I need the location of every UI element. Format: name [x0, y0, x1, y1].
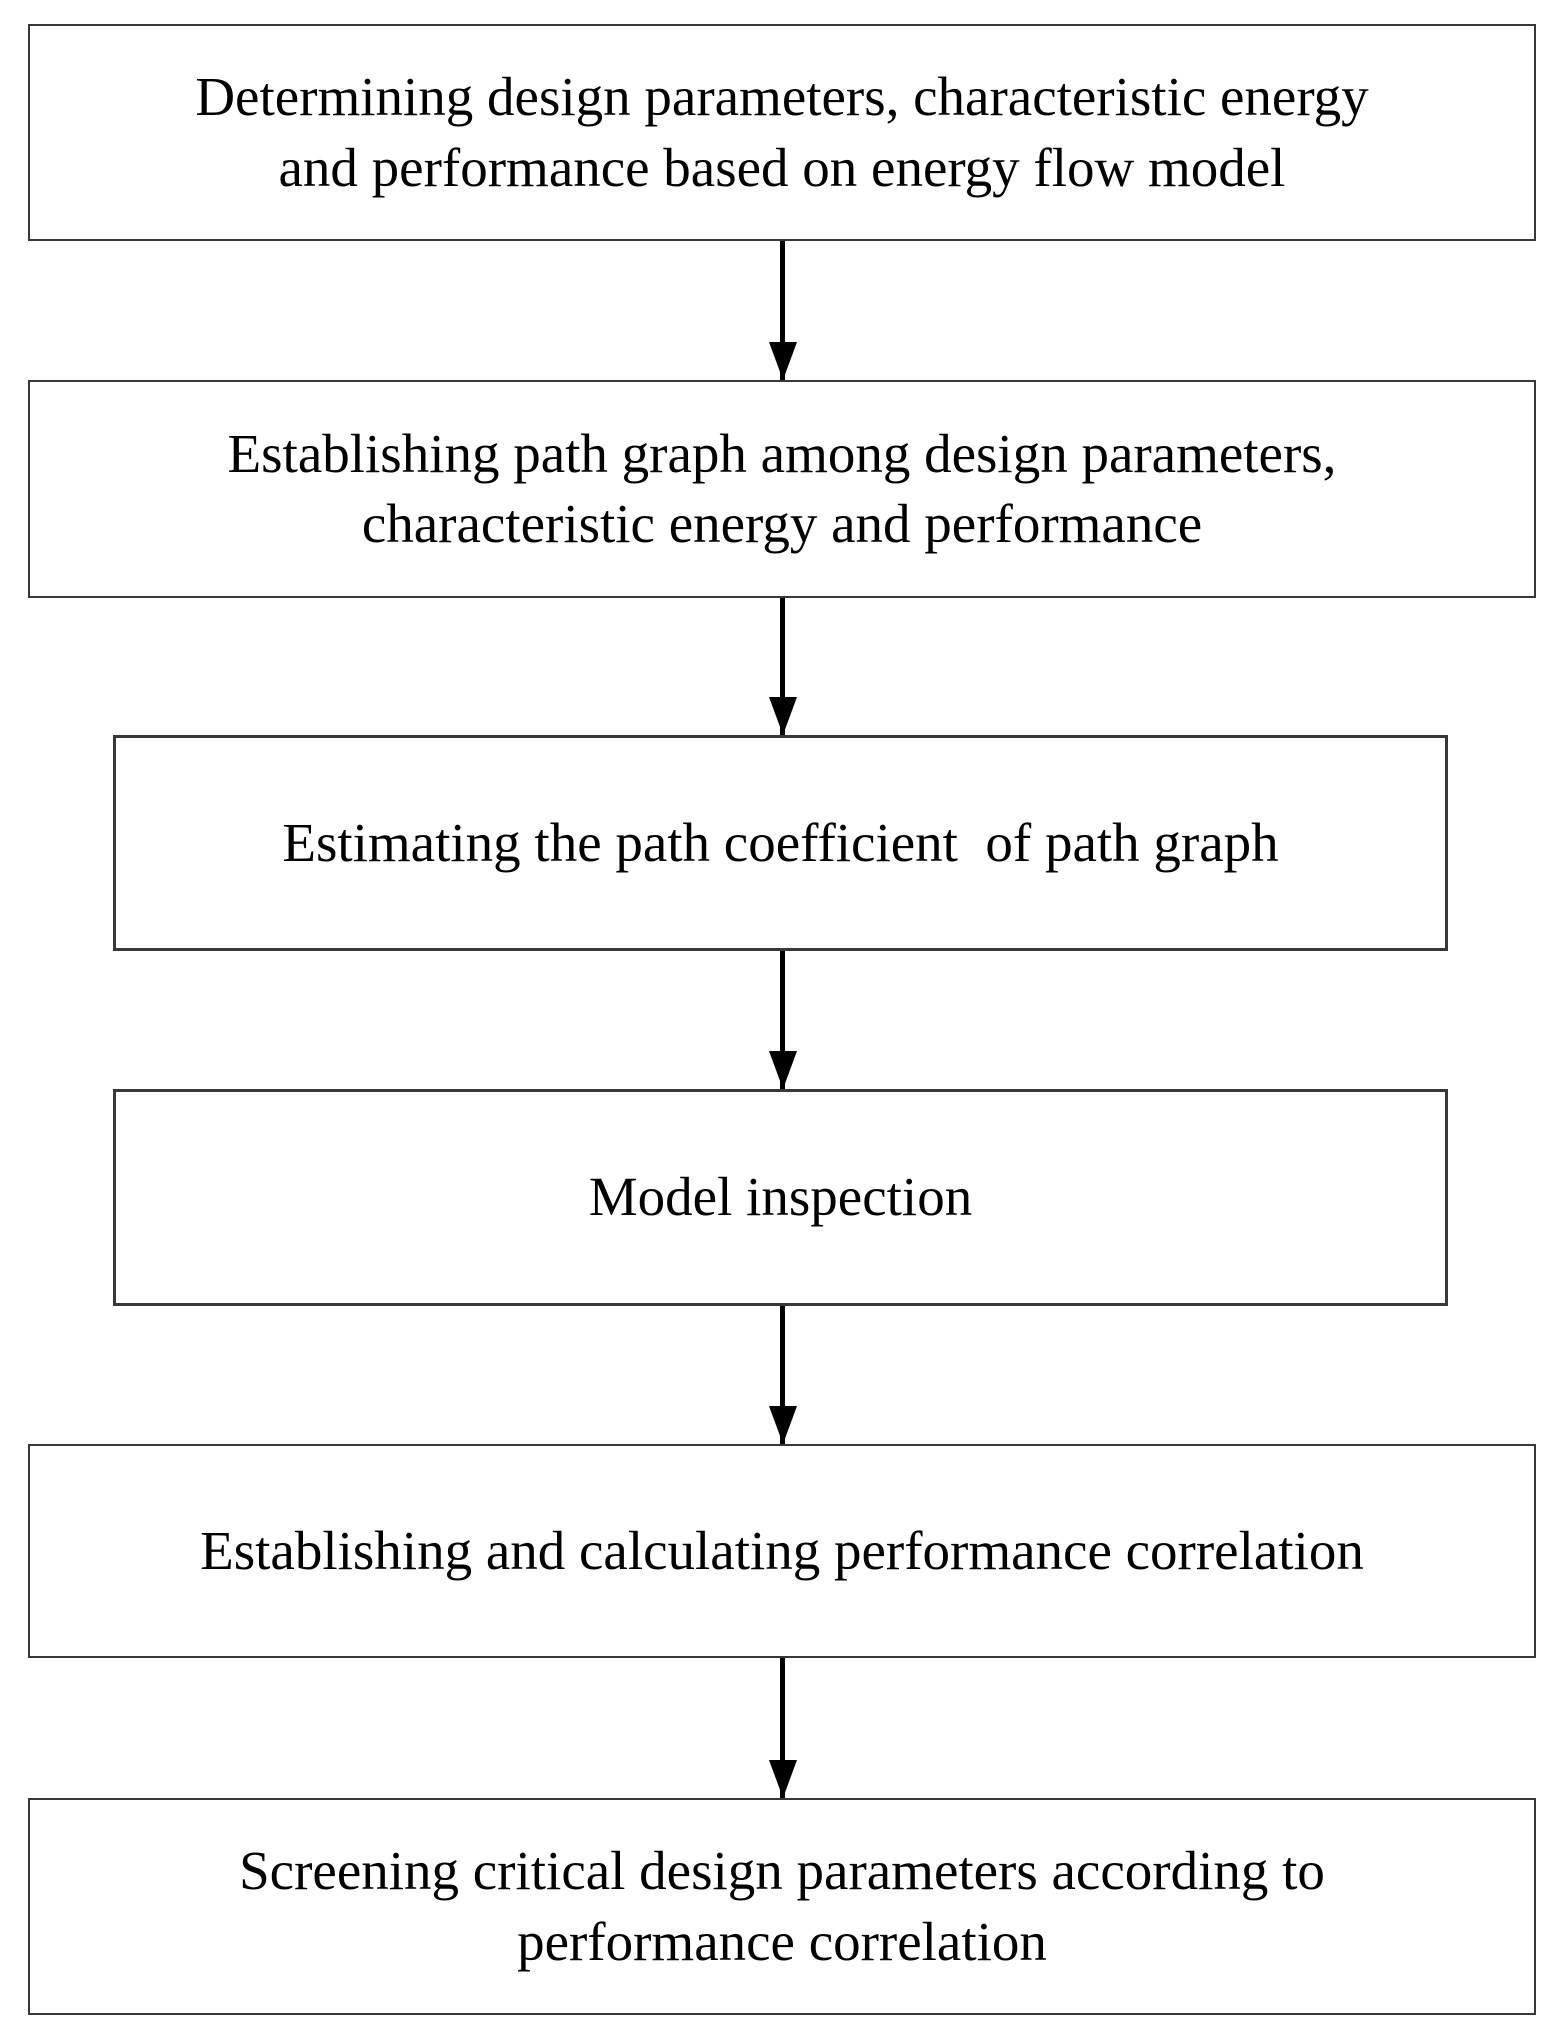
flow-step-5: Establishing and calculating performance…	[28, 1444, 1536, 1658]
flow-step-3-text-line-1: Estimating the path coefficient of path …	[282, 811, 1279, 873]
down-arrow-icon-4	[780, 1306, 785, 1444]
flow-step-4-text-line-1: Model inspection	[588, 1166, 973, 1228]
down-arrow-icon-1	[780, 241, 785, 380]
flow-step-2-text-line-2: characteristic energy and performance	[361, 493, 1203, 554]
down-arrow-icon-2	[780, 598, 785, 735]
flow-step-1: Determining design parameters, character…	[28, 24, 1536, 241]
flow-step-2-text-line-1: Establishing path graph among design par…	[227, 422, 1337, 484]
flow-step-4: Model inspection	[113, 1089, 1448, 1306]
flow-step-3: Estimating the path coefficient of path …	[113, 735, 1448, 951]
down-arrow-icon-3	[780, 951, 785, 1089]
flow-step-5-text-line-1: Establishing and calculating performance…	[200, 1519, 1364, 1581]
flow-step-6: Screening critical design parameters acc…	[28, 1798, 1536, 2015]
flow-step-1-text-line-2: and performance based on energy flow mod…	[278, 136, 1286, 198]
flow-step-2: Establishing path graph among design par…	[28, 380, 1536, 598]
flow-step-6-text-line-2: performance correlation	[517, 1910, 1047, 1972]
flow-step-6-text-line-1: Screening critical design parameters acc…	[239, 1840, 1325, 1902]
flow-step-1-text-line-1: Determining design parameters, character…	[195, 66, 1369, 128]
down-arrow-icon-5	[780, 1658, 785, 1798]
